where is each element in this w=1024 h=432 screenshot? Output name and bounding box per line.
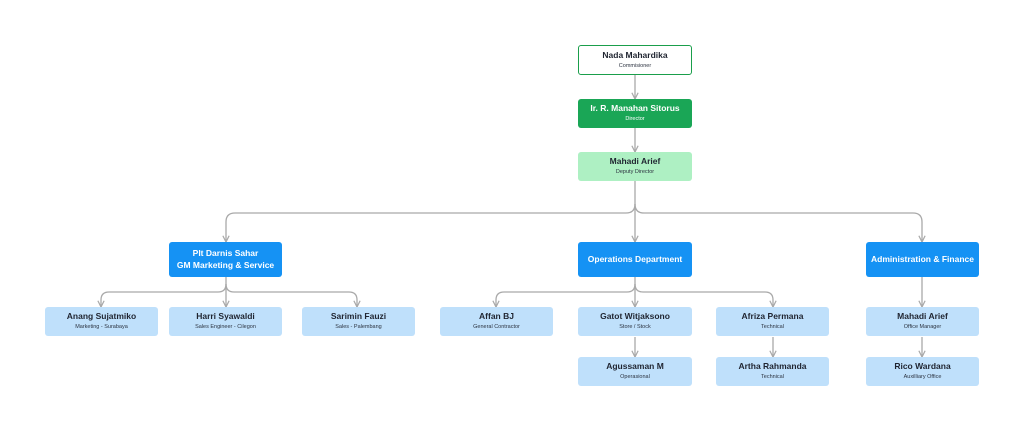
node-name: Mahadi Arief — [897, 311, 948, 322]
connector-deputy-marketing — [226, 203, 636, 242]
node-name: Rico Wardana — [894, 361, 951, 372]
node-role: Technical — [761, 374, 784, 381]
node-name: Affan BJ — [479, 311, 514, 322]
node-mahadi-arief-office[interactable]: Mahadi Arief Office Manager — [866, 307, 979, 336]
node-role: Operasional — [620, 374, 650, 381]
connector-marketing-anang — [101, 283, 227, 307]
node-gatot-witjaksono[interactable]: Gatot Witjaksono Store / Stock — [578, 307, 692, 336]
node-name-line2: GM Marketing & Service — [176, 259, 275, 270]
node-role: General Contractor — [473, 324, 520, 331]
node-role: Sales - Palembang — [335, 324, 382, 331]
node-afriza-permana[interactable]: Afriza Permana Technical — [716, 307, 829, 336]
node-anang-sujatmiko[interactable]: Anang Sujatmiko Marketing - Surabaya — [45, 307, 158, 336]
node-name: Anang Sujatmiko — [66, 311, 137, 322]
node-name: Artha Rahmanda — [738, 361, 807, 372]
node-role: Technical — [761, 324, 784, 331]
connector-operations-affan — [496, 283, 636, 307]
node-role: Store / Stock — [619, 324, 651, 331]
node-name: Gatot Witjaksono — [600, 311, 670, 322]
node-deputy-director[interactable]: Mahadi Arief Deputy Director — [578, 152, 692, 181]
node-name: Afriza Permana — [741, 311, 804, 322]
node-name: Mahadi Arief — [609, 156, 661, 167]
node-artha-rahmanda[interactable]: Artha Rahmanda Technical — [716, 357, 829, 386]
node-name: Sarimin Fauzi — [330, 311, 387, 322]
node-name-line1: Plt Darnis Sahar — [192, 248, 259, 259]
node-administration-finance[interactable]: Administration & Finance — [866, 242, 979, 277]
node-role: Marketing - Surabaya — [75, 324, 128, 331]
node-role: Auxilliary Office — [903, 374, 942, 381]
connector-deputy-admin — [634, 203, 922, 242]
node-name: Agussaman M — [606, 361, 664, 372]
node-rico-wardana[interactable]: Rico Wardana Auxilliary Office — [866, 357, 979, 386]
node-agussaman-m[interactable]: Agussaman M Operasional — [578, 357, 692, 386]
node-role: Deputy Director — [615, 169, 655, 176]
node-role: Office Manager — [903, 324, 942, 331]
node-affan-bj[interactable]: Affan BJ General Contractor — [440, 307, 553, 336]
node-harri-syawaldi[interactable]: Harri Syawaldi Sales Engineer - Cilegon — [169, 307, 282, 336]
node-sarimin-fauzi[interactable]: Sarimin Fauzi Sales - Palembang — [302, 307, 415, 336]
node-name: Ir. R. Manahan Sitorus — [590, 103, 680, 114]
node-name: Nada Mahardika — [602, 49, 668, 60]
node-role: Commisioner — [618, 62, 652, 69]
node-name: Harri Syawaldi — [196, 311, 255, 322]
node-role: Director — [625, 116, 645, 123]
node-name: Administration & Finance — [871, 253, 974, 264]
node-director[interactable]: Ir. R. Manahan Sitorus Director — [578, 99, 692, 128]
connector-marketing-sarimin — [225, 283, 357, 307]
node-marketing-head[interactable]: Plt Darnis Sahar GM Marketing & Service — [169, 242, 282, 277]
node-role: Sales Engineer - Cilegon — [195, 324, 256, 331]
node-operations-department[interactable]: Operations Department — [578, 242, 692, 277]
node-commissioner[interactable]: Nada Mahardika Commisioner — [578, 45, 692, 75]
node-name: Operations Department — [587, 253, 683, 264]
connector-operations-afriza — [634, 283, 773, 307]
